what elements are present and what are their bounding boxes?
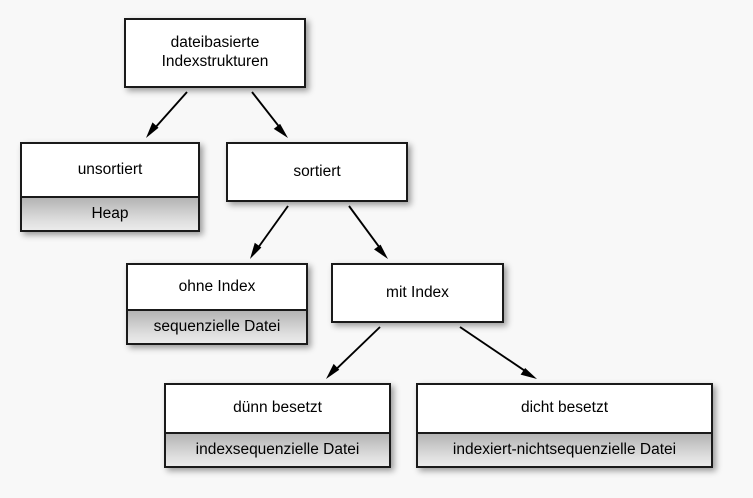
node-subtitle-duenn-besetzt: indexsequenzielle Datei — [166, 432, 389, 466]
node-subtitle-ohne-index: sequenzielle Datei — [128, 309, 306, 343]
arrowhead-sortiert-to-ohne-index — [250, 242, 262, 259]
arrow-mit-index-to-dicht — [459, 326, 537, 379]
arrow-root-to-sortiert — [251, 91, 288, 138]
arrowhead-root-to-unsortiert — [146, 122, 159, 138]
arrowhead-mit-index-to-dicht — [520, 367, 537, 379]
arrowhead-mit-index-to-duenn — [326, 363, 340, 379]
node-subtitle-dicht-besetzt: indexiert-nichtsequenzielle Datei — [418, 432, 711, 466]
arrow-root-to-unsortiert — [146, 91, 188, 138]
arrowhead-sortiert-to-mit-index — [374, 244, 388, 259]
node-title-duenn-besetzt: dünn besetzt — [166, 385, 389, 432]
arrow-mit-index-to-duenn — [326, 326, 381, 379]
node-mit-index[interactable]: mit Index — [331, 263, 504, 323]
node-subtitle-unsortiert: Heap — [22, 196, 198, 230]
node-sortiert[interactable]: sortiert — [226, 142, 408, 202]
arrow-sortiert-to-mit-index — [348, 205, 388, 259]
node-title-mit-index: mit Index — [333, 265, 502, 321]
node-title-root: dateibasierte Indexstrukturen — [126, 20, 304, 86]
node-root[interactable]: dateibasierte Indexstrukturen — [124, 18, 306, 88]
node-title-unsortiert: unsortiert — [22, 144, 198, 196]
node-title-ohne-index: ohne Index — [128, 265, 306, 309]
node-title-sortiert: sortiert — [228, 144, 406, 200]
arrow-sortiert-to-ohne-index — [250, 205, 289, 259]
node-title-dicht-besetzt: dicht besetzt — [418, 385, 711, 432]
arrowhead-root-to-sortiert — [273, 123, 288, 138]
